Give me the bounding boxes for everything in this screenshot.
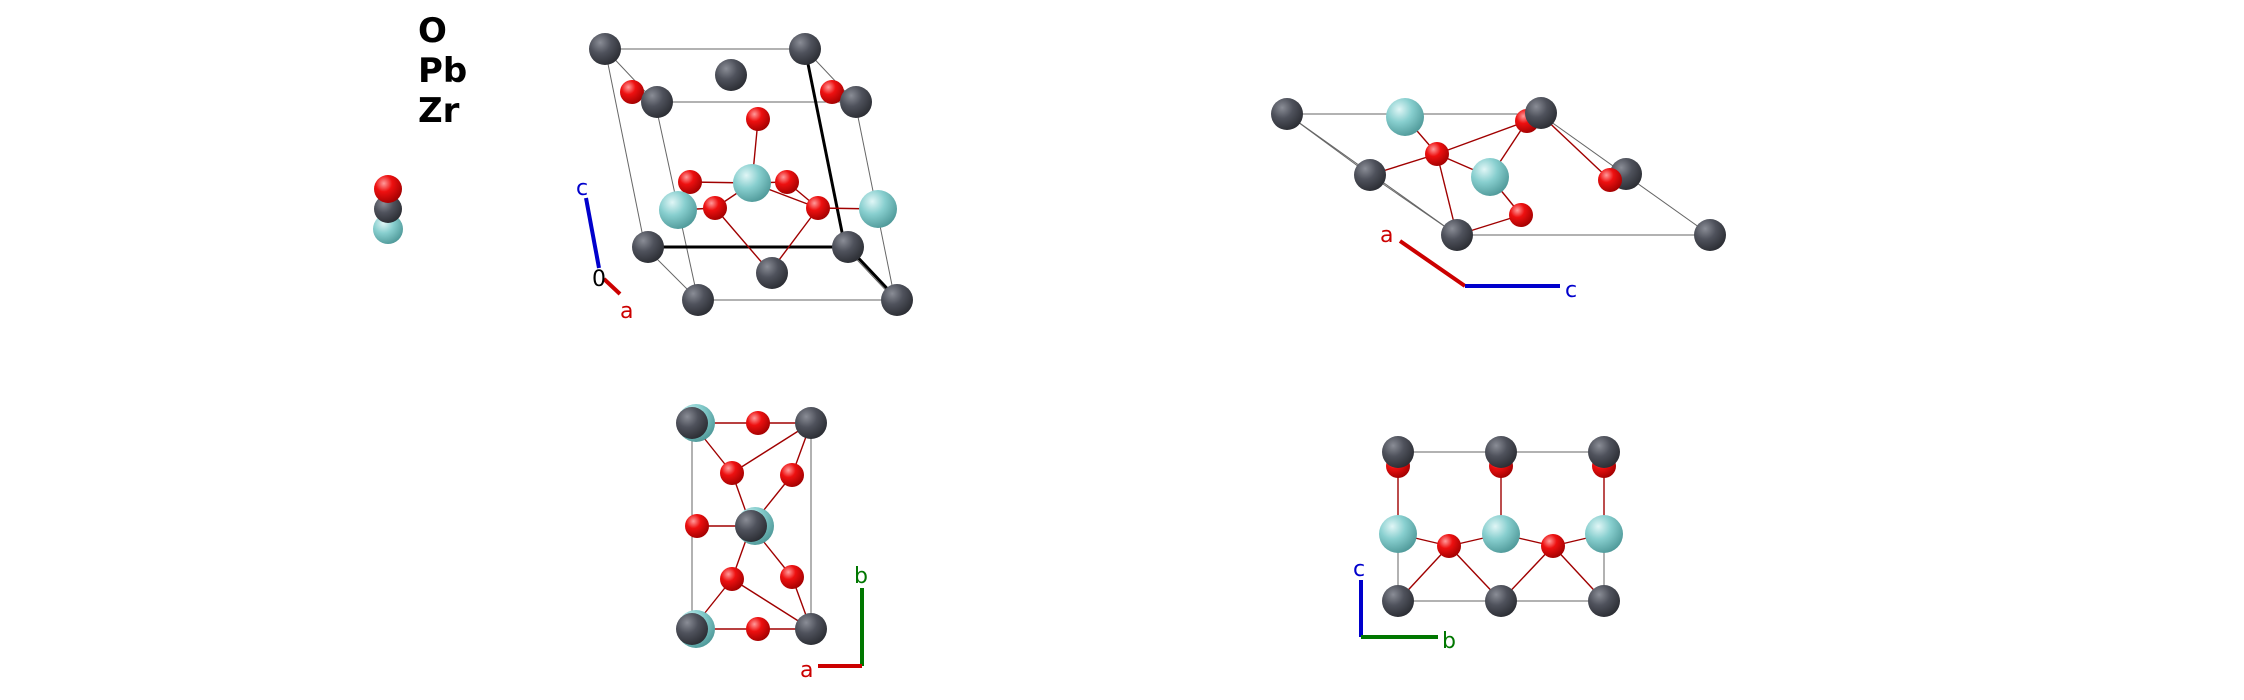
view-perspective: c 0 a (576, 33, 913, 324)
atom-pb (589, 33, 621, 65)
axis-label-a: a (800, 658, 813, 683)
atom-o (820, 80, 844, 104)
atom-pb (1382, 436, 1414, 468)
view-bc-projection: c b (1353, 436, 1623, 654)
atom-zr (659, 191, 697, 229)
atom-o (1437, 534, 1461, 558)
atoms (676, 404, 827, 648)
atom-o (780, 463, 804, 487)
atom-o (703, 196, 727, 220)
atom-o (746, 617, 770, 641)
atom-o (685, 514, 709, 538)
axis-label-a: a (620, 299, 633, 324)
atom-o (1425, 142, 1449, 166)
atom-o (806, 196, 830, 220)
legend-label-zr: Zr (418, 91, 460, 131)
atom-o (1541, 534, 1565, 558)
axis-label-a: a (1380, 223, 1393, 248)
atom-zr (859, 190, 897, 228)
atom-pb (1354, 159, 1386, 191)
atom-o (1509, 203, 1533, 227)
atom-pb (1588, 585, 1620, 617)
axis-label-c: c (1353, 557, 1365, 582)
axis-indicator: c 0 a (576, 176, 633, 324)
atom-pb (1525, 97, 1557, 129)
atom-o (720, 461, 744, 485)
view-ab-projection: b a (676, 404, 868, 683)
atom-pb (676, 613, 708, 645)
atom-o (746, 107, 770, 131)
atom-zr (1482, 515, 1520, 553)
legend-atom-o (374, 175, 402, 203)
atom-pb (756, 257, 788, 289)
atom-pb (735, 510, 767, 542)
legend-atom-zr (373, 214, 403, 244)
atoms (589, 33, 913, 316)
legend-atom-pb (374, 195, 402, 223)
atom-pb (1694, 219, 1726, 251)
atom-pb (1382, 585, 1414, 617)
atom-o (780, 565, 804, 589)
atom-zr (1585, 515, 1623, 553)
atom-o (1598, 168, 1622, 192)
axis-label-b: b (1442, 629, 1456, 654)
atom-o (620, 80, 644, 104)
atoms (1271, 97, 1726, 251)
atoms (1379, 436, 1623, 617)
atom-pb (795, 613, 827, 645)
atom-pb (1271, 98, 1303, 130)
atom-o (746, 411, 770, 435)
legend: O Pb Zr (373, 11, 467, 244)
atom-zr (1471, 158, 1509, 196)
legend-label-o: O (418, 11, 447, 51)
atom-pb (715, 59, 747, 91)
atom-o (775, 170, 799, 194)
atom-zr (1379, 515, 1417, 553)
atom-pb (641, 86, 673, 118)
atom-pb (632, 231, 664, 263)
view-ac-projection: a c (1271, 97, 1726, 303)
atom-zr (733, 164, 771, 202)
atom-o (720, 567, 744, 591)
atom-o (678, 170, 702, 194)
axis-indicator: c b (1353, 557, 1456, 654)
atom-pb (1588, 436, 1620, 468)
atom-pb (1441, 219, 1473, 251)
atom-pb (795, 407, 827, 439)
atom-pb (676, 407, 708, 439)
atom-zr (1386, 98, 1424, 136)
axis-indicator: a c (1380, 223, 1577, 303)
atom-pb (881, 284, 913, 316)
axis-indicator: b a (800, 564, 868, 683)
axis-label-c: c (576, 176, 588, 201)
legend-label-pb: Pb (418, 51, 467, 91)
atom-pb (1485, 585, 1517, 617)
atom-pb (1485, 436, 1517, 468)
atom-pb (789, 33, 821, 65)
axis-label-origin: 0 (592, 267, 606, 292)
axis-label-b: b (854, 564, 868, 589)
atom-pb (682, 284, 714, 316)
axis-label-c: c (1565, 278, 1577, 303)
atom-pb (832, 231, 864, 263)
atom-pb (840, 86, 872, 118)
